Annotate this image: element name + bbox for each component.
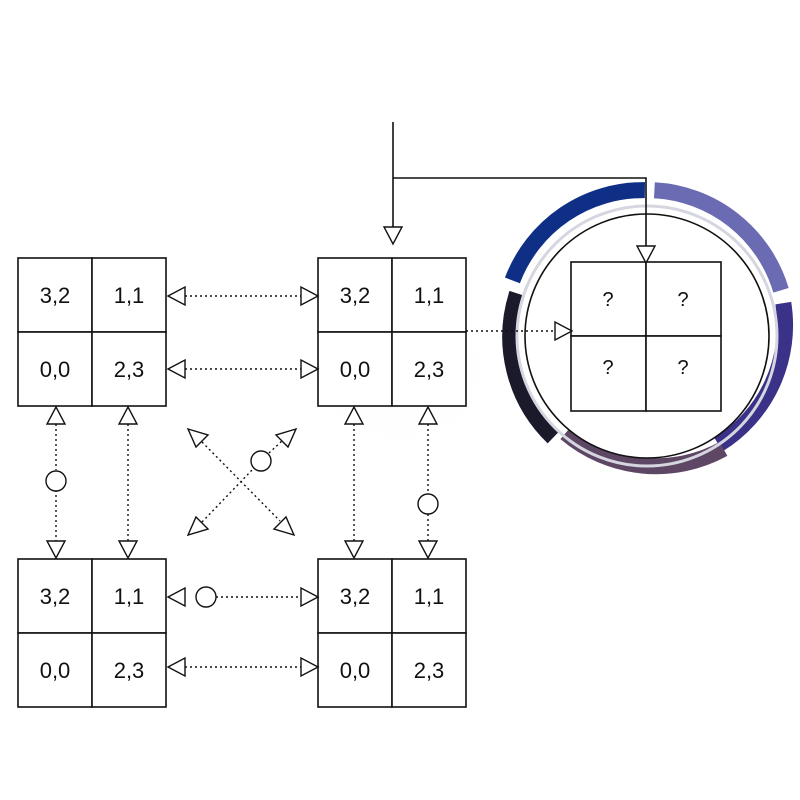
matrix-cell-label: 2,3 [114,357,145,382]
matrix-cell-label: 0,0 [340,357,371,382]
arrowhead-left [166,358,186,380]
arrowhead-down [417,540,439,560]
arrowhead-down-left [186,515,210,537]
dotted-line [201,468,254,523]
matrix-cell [391,257,467,333]
matrix-cell-label: 3,2 [40,584,71,609]
arrowhead-right [300,656,320,678]
arrowhead-up-left [186,427,210,449]
matrix-cell [17,558,93,634]
arrowhead-right [300,586,320,608]
arrowhead-up [117,405,139,425]
unknown-cell-1 [645,261,722,337]
connectors-right-column [343,405,439,560]
matrix-cell-label: 2,3 [114,658,145,683]
matrix-cell [317,257,393,333]
matrix-bottom-left: 3,2 1,1 0,0 2,3 [17,558,167,708]
unknown-cell-3-label: ? [677,357,688,379]
matrix-top-right: 3,2 1,1 0,0 2,3 [317,257,467,407]
matrix-cell [317,632,393,708]
circle-node [195,586,217,608]
arrowhead-right [300,358,320,380]
matrix-cell [391,632,467,708]
circle-node [417,493,439,515]
matrix-cell [391,331,467,407]
matrix-cell-label: 1,1 [414,283,445,308]
matrix-cell-label: 0,0 [40,658,71,683]
matrix-cell [91,558,167,634]
arrowhead-down [45,540,67,560]
matrix-cell [91,257,167,333]
ring-segment-1 [504,182,645,284]
arrowhead-down [382,226,404,246]
matrix-cell [17,331,93,407]
arrowhead-down [117,540,139,560]
arrowhead-left [166,285,186,307]
arrowhead-left [166,656,186,678]
circle-node [250,450,272,472]
matrix-cell-label: 3,2 [40,283,71,308]
connector-to-unknown [466,320,574,342]
matrix-cell-label: 3,2 [340,283,371,308]
input-connector [382,122,657,265]
connectors-bottom-row [166,586,320,678]
connectors-top-row [166,285,320,380]
matrix-cell [17,632,93,708]
unknown-cell-0 [570,261,647,337]
matrix-cell-label: 1,1 [114,283,145,308]
unknown-cell-3 [645,335,722,412]
matrix-cell-label: 1,1 [414,584,445,609]
unknown-cell-1-label: ? [677,289,688,311]
ring-segment-5 [502,290,559,444]
arrowhead-down-right [272,515,296,537]
circle-node [45,470,67,492]
unknown-cell-2-label: ? [602,357,613,379]
arrowhead-up [45,405,67,425]
matrix-cell [91,331,167,407]
matrix-cell [391,558,467,634]
branch-line [393,177,647,246]
arrowhead-right [554,320,574,342]
arrowhead-left [166,586,186,608]
matrix-cell [317,558,393,634]
matrix-cell-label: 2,3 [414,658,445,683]
unknown-matrix: ? ? ? ? [570,261,722,412]
matrix-cell [91,632,167,708]
unknown-cell-0-label: ? [602,289,613,311]
ring-outer-line [515,204,779,468]
matrix-cell-label: 1,1 [114,584,145,609]
dotted-line [268,439,284,454]
arrowhead-up [343,405,365,425]
connectors-left-column [45,405,139,560]
matrix-top-left: 3,2 1,1 0,0 2,3 [17,257,167,407]
arrowhead-down [635,245,657,265]
connectors-diagonal [186,427,298,537]
arrowhead-up-right [274,427,298,449]
arrowhead-down [343,540,365,560]
matrix-cell-label: 0,0 [40,357,71,382]
arrowhead-up [417,405,439,425]
matrix-cell-label: 3,2 [340,584,371,609]
ring-segment-2 [653,182,789,293]
matrix-cell-label: 0,0 [340,658,371,683]
matrix-bottom-right: 3,2 1,1 0,0 2,3 [317,558,467,708]
matrix-cell [17,257,93,333]
matrix-cell-label: 2,3 [414,357,445,382]
arrowhead-right [300,285,320,307]
